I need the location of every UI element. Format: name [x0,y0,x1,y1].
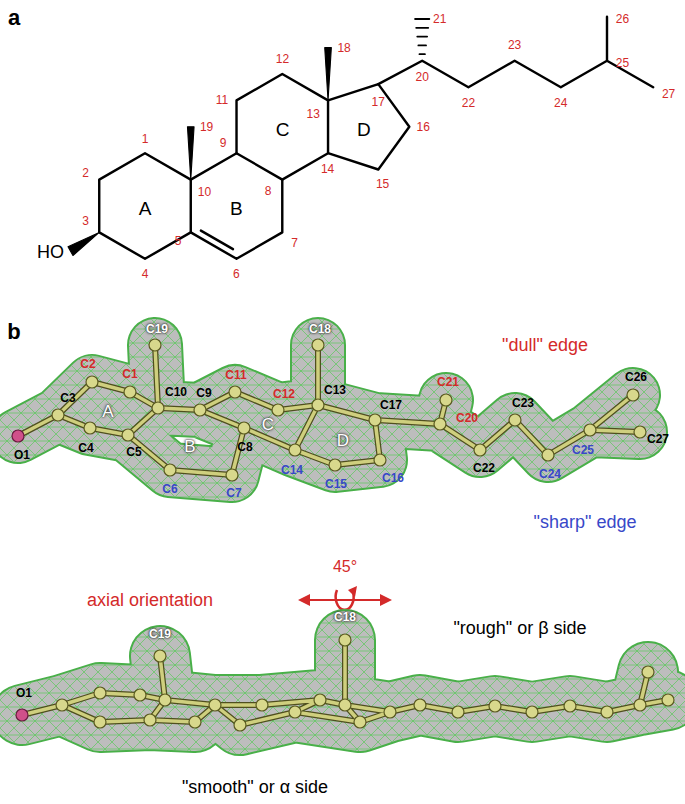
atom-label: O1 [14,449,30,461]
ring-letter: D [357,120,371,139]
atom-number: 25 [616,57,629,69]
atom-label: C18 [334,611,356,623]
ring-letter: A [102,403,113,420]
atom-label: C2 [80,358,95,370]
rotation-arrow [298,586,392,610]
atom-number: 2 [82,167,89,179]
atom-number: 9 [220,137,227,149]
atoms-bottom [16,634,674,731]
atom-label: C5 [126,446,141,458]
atom-label: C16 [382,472,404,484]
atoms-top [12,339,646,481]
edge-label: "sharp" edge [534,513,637,531]
atom-label: C27 [647,433,669,445]
atom-label: C25 [572,444,594,456]
ring-letter: C [276,120,290,139]
atom-number: 20 [416,71,429,83]
atom-number: 4 [142,268,149,280]
ring-letter: D [337,432,349,449]
side-label: "smooth" or α side [182,778,328,796]
atom-number: 16 [417,121,430,133]
surface-top [18,345,640,475]
atom-label: C9 [196,387,211,399]
atom-label: C4 [78,442,93,454]
atom-number: 3 [82,215,89,227]
atom-number: 19 [200,121,213,133]
skeletal-formula [68,17,653,259]
orientation-label: axial orientation [87,591,213,609]
atom-number: 12 [276,53,289,65]
atom-number: 27 [662,88,675,100]
atom-label: C18 [309,323,331,335]
ring-letter: B [184,438,195,455]
atom-label: C23 [512,397,534,409]
atom-label: C22 [473,462,495,474]
atom-label: C13 [324,384,346,396]
atom-number: 7 [291,237,298,249]
atom-label: C11 [225,369,246,381]
edge-label: "dull" edge [502,336,588,354]
atom-label: C1 [122,368,137,380]
hydroxyl-label: HO [37,243,64,261]
atom-label: C7 [226,487,241,499]
atom-number: 5 [175,235,182,247]
atom-label: C24 [539,468,561,480]
atom-number: 23 [508,39,521,51]
atom-number: 21 [433,13,446,25]
atom-label: C15 [325,478,347,490]
atom-label: C21 [437,376,459,388]
atom-number: 18 [337,42,350,54]
atom-label: C19 [149,628,171,640]
atom-number: 6 [233,268,240,280]
atom-number: 24 [554,97,567,109]
atom-label: C6 [162,483,177,495]
ring-letter: A [139,199,152,218]
atom-number: 13 [307,108,320,120]
atom-number: 14 [321,163,334,175]
ring-letter: C [262,416,274,433]
side-label: "rough" or β side [453,619,586,637]
atom-number: 8 [265,185,272,197]
atom-label: C14 [281,464,303,476]
atom-number: 22 [462,97,475,109]
atom-label: C8 [237,441,252,453]
angle-label: 45° [333,559,357,575]
atom-number: 15 [376,178,389,190]
panel-letter: b [7,321,20,343]
atom-number: 26 [616,13,629,25]
atom-number: 11 [216,94,228,106]
atom-number: 1 [142,133,149,145]
surface-bottom [22,640,668,725]
atom-number: 17 [372,96,385,108]
atom-label: C20 [456,412,478,424]
panel-letter: a [8,7,20,29]
atom-label: C10 [165,386,187,398]
atom-label: C26 [625,371,647,383]
ring-letter: B [230,199,243,218]
atom-label: C19 [146,323,168,335]
atom-label: C3 [60,392,75,404]
atom-label: O1 [16,687,32,699]
atom-number: 10 [198,186,211,198]
atom-label: C12 [273,388,295,400]
atom-label: C17 [380,399,402,411]
